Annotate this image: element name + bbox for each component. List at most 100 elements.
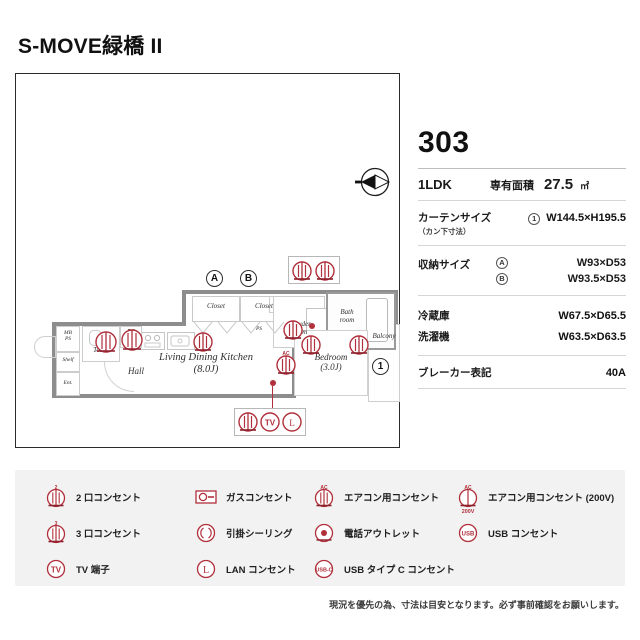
label-ent: Ent. <box>63 380 73 386</box>
storage-mark-a: A <box>496 257 508 269</box>
storage-mark-b: B <box>496 273 508 285</box>
room-label-ldk-size: (8.0J) <box>193 364 219 376</box>
layout-area-row: 1LDK 専有面積 27.5 ㎡ <box>418 169 626 200</box>
room-shelf <box>56 352 80 372</box>
room-label-ldk-name: Living Dining Kitchen <box>159 352 253 363</box>
divider <box>418 245 626 246</box>
usb-outlet-icon: USB <box>455 520 481 546</box>
area-value: 27.5 <box>543 176 574 193</box>
phone-outlet-icon <box>311 520 337 546</box>
legend-item-ac-outlet-200v: AC 200V エアコン用コンセント (200V) <box>455 484 614 515</box>
divider <box>418 200 626 201</box>
room-label-closet-b: Closet <box>255 302 273 310</box>
lan-outlet-icon: L <box>281 410 303 434</box>
washer-label: 洗濯機 <box>418 331 450 343</box>
room-label-closet-a: Closet <box>207 302 225 310</box>
wall-right <box>394 290 398 330</box>
layout-type: 1LDK <box>418 177 452 192</box>
room-label-bath: Bath room <box>328 308 366 324</box>
legend-label: USB タイプ C コンセント <box>344 565 455 576</box>
breaker-label: ブレーカー表記 <box>418 367 492 379</box>
tv-terminal-icon: TV <box>259 410 281 434</box>
legend-label: LAN コンセント <box>226 565 296 576</box>
outlet-3port-icon: 3 <box>43 520 69 546</box>
breaker-row: ブレーカー表記 40A <box>418 356 626 388</box>
legend-label: 3 口コンセント <box>76 529 141 540</box>
storage-value-b: W93.5×D53 <box>567 273 626 285</box>
legend-item-phone-outlet: 電話アウトレット <box>311 520 420 546</box>
svg-text:AC: AC <box>464 485 472 491</box>
floorplan-canvas: Living Dining Kitchen (8.0J) Bedroom (3.… <box>16 74 400 447</box>
floorplan-panel: Living Dining Kitchen (8.0J) Bedroom (3.… <box>15 73 400 448</box>
room-mb-ps <box>56 326 80 352</box>
outlet-2port-icon: 2 <box>43 484 69 510</box>
svg-text:AC: AC <box>320 485 328 491</box>
curtain-size-label-main: カーテンサイズ <box>418 212 492 224</box>
room-closet-a <box>192 296 240 322</box>
unit-info-panel: 303 1LDK 専有面積 27.5 ㎡ カーテンサイズ （カン下寸法） 1 W… <box>418 128 626 389</box>
usb-c-outlet-icon: USB-C <box>311 556 337 582</box>
tv-terminal-icon: TV <box>43 556 69 582</box>
svg-text:USB-C: USB-C <box>315 568 332 574</box>
curtain-size-value: W144.5×H195.5 <box>546 212 626 224</box>
divider <box>418 388 626 389</box>
washer-value: W63.5×D63.5 <box>558 331 626 343</box>
marker-closet-a: A <box>206 270 223 287</box>
label-shelf: Shelf <box>62 357 74 363</box>
legend-label: ガスコンセント <box>226 493 293 504</box>
outlet-2port-icon <box>237 410 259 434</box>
room-label-bedroom: Bedroom (3.0J) <box>296 352 366 373</box>
breaker-value: 40A <box>605 367 626 379</box>
room-label-bedroom-name: Bedroom <box>314 352 348 362</box>
storage-value-a: W93×D53 <box>576 257 626 269</box>
storage-values: A W93×D53 B W93.5×D53 <box>470 255 626 287</box>
legend-label: エアコン用コンセント <box>344 493 440 504</box>
storage-size-row: 収納サイズ A W93×D53 B W93.5×D53 <box>418 246 626 295</box>
kitchen-sink <box>167 332 195 350</box>
area-label: 専有面積 <box>489 180 534 192</box>
unit-number: 303 <box>418 126 470 159</box>
gas-outlet-icon <box>193 484 219 510</box>
outlet-2port-icon <box>192 329 214 353</box>
marker-curtain-1: 1 <box>372 358 389 375</box>
ac-outlet-200v-icon: AC 200V <box>455 484 481 515</box>
kitchen-stove <box>140 332 165 350</box>
room-label-bath-name: Bath <box>340 308 354 316</box>
fridge-label: 冷蔵庫 <box>418 310 450 322</box>
room-entrance <box>56 372 80 396</box>
outlet-2port-icon <box>300 332 322 356</box>
room-label-balcony: Balcony <box>372 332 396 340</box>
svg-text:L: L <box>289 418 295 428</box>
lan-outlet-icon: L <box>193 556 219 582</box>
storage-size-label: 収納サイズ <box>418 259 471 271</box>
ac-outlet-icon: AC <box>311 484 337 510</box>
legend-item-usb-c-outlet: USB-C USB タイプ C コンセント <box>311 556 455 582</box>
room-label-bath-sub: room <box>339 316 355 325</box>
legend-item-gas-outlet: ガスコンセント <box>193 484 293 510</box>
legend-item-outlet-3port: 3 3 口コンセント <box>43 520 141 546</box>
outlet-2port-icon <box>291 258 313 282</box>
wall-upper-left <box>182 290 186 324</box>
divider <box>418 168 626 169</box>
label-mb: MB <box>64 330 72 336</box>
fridge-value: W67.5×D65.5 <box>558 310 626 322</box>
room-label-hall: Hall <box>127 366 144 376</box>
outlet-2port-icon <box>314 258 336 282</box>
wall-bottom <box>52 394 296 398</box>
outlet-2port-icon <box>94 328 118 354</box>
appliance-group: 冷蔵庫 W67.5×D65.5 洗濯機 W63.5×D63.5 <box>418 296 626 355</box>
svg-text:L: L <box>203 565 209 576</box>
legend-item-ac-outlet: AC エアコン用コンセント <box>311 484 439 510</box>
legend-label: USB コンセント <box>488 529 559 540</box>
storage-item-a: A W93×D53 <box>470 255 626 271</box>
curtain-size-label: カーテンサイズ （カン下寸法） <box>418 210 491 237</box>
svg-text:2: 2 <box>55 485 58 491</box>
outlet-2port-icon <box>348 332 370 356</box>
area-unit: ㎡ <box>580 181 590 191</box>
label-ps-upper: PS <box>255 326 263 332</box>
entrance-door-swing <box>34 336 56 358</box>
ac-outlet-icon: AC <box>274 349 298 377</box>
curtain-mark-1: 1 <box>528 213 541 225</box>
phone-outlet-icon <box>269 379 277 387</box>
room-label-bedroom-size: (3.0J) <box>320 362 342 373</box>
